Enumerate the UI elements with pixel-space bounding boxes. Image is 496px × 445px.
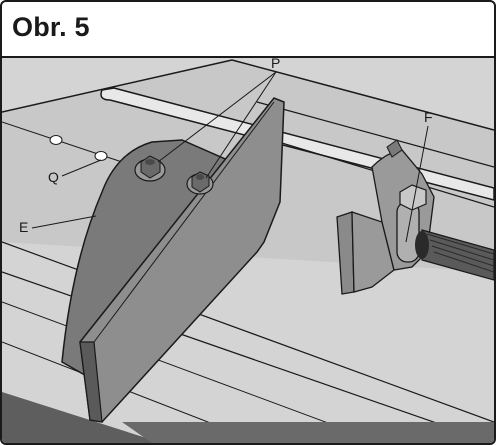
callout-E: E [19, 219, 28, 235]
bottom-band [2, 392, 162, 443]
callout-P: P [271, 55, 280, 71]
blade-edge [79, 341, 103, 423]
leader-F [405, 125, 429, 243]
hole-1 [49, 135, 63, 145]
callout-F: F [424, 109, 433, 125]
clamp-assembly [336, 139, 494, 295]
bottom-base [122, 422, 494, 443]
hole-2 [94, 151, 108, 161]
bolt-1 [134, 155, 166, 182]
leader-Q [61, 159, 102, 177]
callout-Q: Q [48, 169, 59, 185]
blade-crease [93, 101, 275, 343]
figure-title: Obr. 5 [12, 12, 90, 42]
leader-E [31, 215, 97, 229]
rail-edge-upper [2, 59, 233, 113]
bolt-2 [186, 171, 214, 195]
rail-line-e [2, 301, 383, 443]
rail-line-a [256, 101, 494, 168]
leader-P-1 [157, 71, 277, 163]
leader-P-2 [205, 71, 277, 179]
